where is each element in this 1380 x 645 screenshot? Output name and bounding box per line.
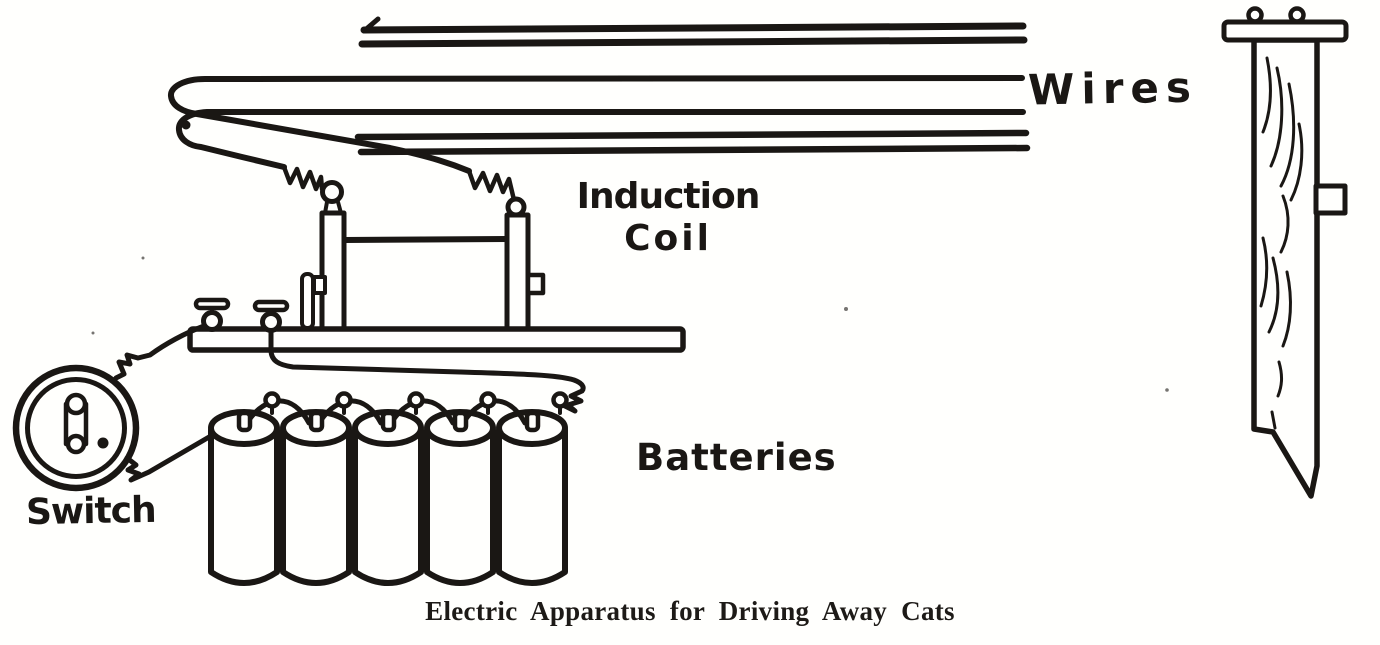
induction-coil-label-line1: Induction xyxy=(576,176,761,217)
switch-drawing xyxy=(12,364,140,492)
batteries-label: Batteries xyxy=(636,436,837,479)
crossarm xyxy=(1221,19,1349,43)
wires-label: Wires xyxy=(1027,62,1199,115)
contact-breaker-rod xyxy=(300,272,315,330)
batteries-drawing xyxy=(208,391,569,586)
scan-specks xyxy=(91,256,1169,392)
switch-label: Switch xyxy=(25,489,157,534)
fence-post-drawing xyxy=(1221,6,1349,499)
switch-lever-knob xyxy=(64,392,88,416)
base-board-drawing xyxy=(187,326,686,353)
battery-cell xyxy=(424,409,496,586)
battery-cell xyxy=(208,409,280,586)
battery-cell xyxy=(280,409,352,586)
battery-cell xyxy=(496,409,568,586)
wires-drawing xyxy=(168,16,1031,203)
switch-contact-dot xyxy=(97,437,109,449)
spring-zigzag-right xyxy=(466,168,517,203)
coil-side-tab xyxy=(525,272,546,296)
induction-coil-drawing xyxy=(300,180,546,333)
induction-coil-label: Induction Coil xyxy=(568,176,768,260)
spring-zigzag-left xyxy=(281,164,325,192)
binding-posts-drawing xyxy=(193,297,290,333)
figure-caption: Electric Apparatus for Driving Away Cats xyxy=(425,596,955,626)
induction-coil-label-line2: Coil xyxy=(624,217,712,259)
battery-cell xyxy=(352,409,424,586)
wood-grain xyxy=(1259,56,1304,430)
post-peg xyxy=(1313,183,1348,216)
